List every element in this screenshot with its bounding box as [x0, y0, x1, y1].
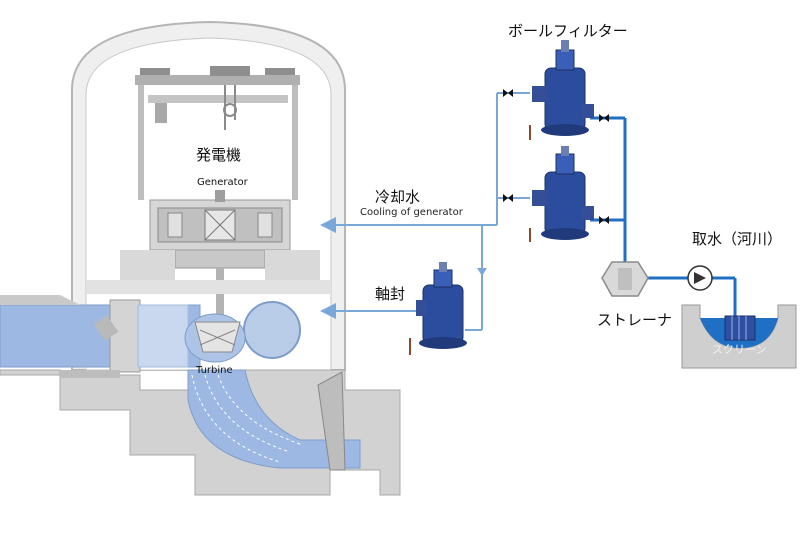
ball-filter-label: ボールフィルター — [508, 22, 628, 40]
valve-upper-in — [503, 89, 513, 97]
overhead-crane — [135, 66, 300, 200]
ball-filter-upper — [529, 40, 594, 140]
intake-label: 取水（河川） — [692, 230, 783, 248]
powerhouse-floors — [86, 250, 331, 294]
shaft-seal-filter — [409, 262, 467, 355]
strainer — [601, 261, 649, 297]
strainer-label: ストレーナ — [597, 311, 673, 329]
penstock — [0, 299, 201, 373]
screen-label: スクリーン — [712, 343, 767, 356]
generator-label-en: Generator — [197, 177, 248, 188]
valve-lower-out — [599, 216, 609, 224]
valve-upper-out — [599, 114, 609, 122]
turbine-label: Turbine — [196, 365, 233, 376]
ball-filter-lower — [529, 146, 594, 242]
draft-tube — [187, 369, 361, 471]
generator-assembly — [149, 190, 291, 318]
river-intake-basin — [681, 304, 797, 369]
shaft-seal-label: 軸封 — [375, 285, 406, 303]
flow-lines — [320, 93, 498, 331]
intake-pump — [687, 265, 713, 291]
cooling-water-label-jp: 冷却水 — [375, 188, 421, 206]
turbine-assembly — [184, 301, 301, 363]
cooling-water-label-en: Cooling of generator — [360, 207, 463, 218]
valve-lower-in — [503, 194, 513, 202]
generator-label-jp: 発電機 — [196, 146, 242, 164]
